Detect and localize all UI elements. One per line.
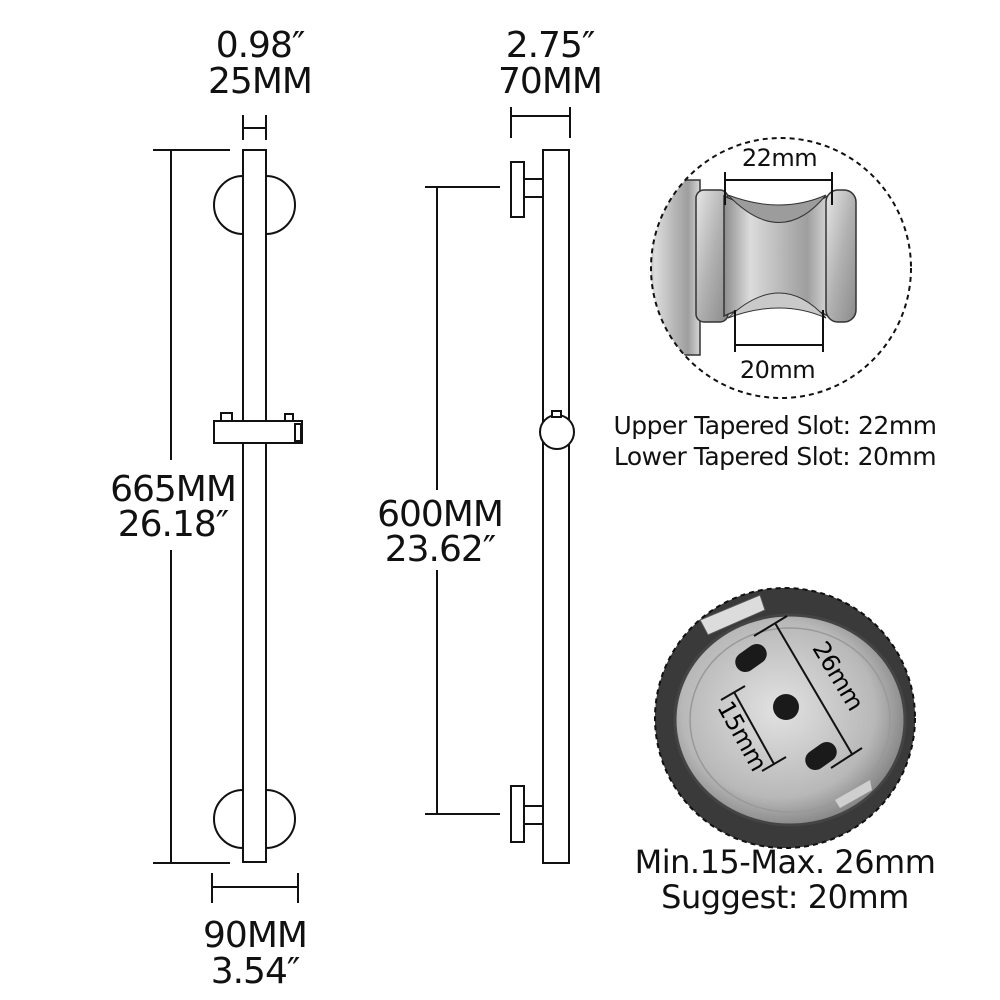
side-depth-in-label: 2.75″ — [505, 25, 596, 66]
side-spacing-dimension — [425, 186, 500, 815]
front-height-mm-label: 665MM — [110, 469, 237, 510]
min-spacing-dimension — [720, 685, 787, 772]
front-width-mm-label: 25MM — [208, 61, 313, 102]
front-width-in-label: 0.98″ — [215, 25, 306, 66]
side-spacing-mm-label: 600MM — [377, 494, 504, 535]
suggest-caption: Suggest: 20mm — [661, 878, 909, 917]
side-view — [425, 107, 575, 864]
side-spacing-in-label: 23.62″ — [384, 529, 497, 570]
front-base-mm-label: 90MM — [203, 915, 308, 956]
slot-caption: Upper Tapered Slot: 22mm Lower Tapered S… — [590, 410, 960, 473]
upper-slot-dimension — [724, 172, 833, 205]
front-top-bracket — [213, 175, 244, 235]
front-view — [153, 115, 303, 903]
upper-slot-label: 22mm — [741, 144, 818, 172]
base-detail-circle — [654, 587, 916, 849]
front-height-in-label: 26.18″ — [117, 504, 230, 545]
max-spacing-dimension — [753, 615, 863, 769]
front-base-dimension — [211, 873, 299, 903]
side-depth-dimension — [510, 107, 571, 138]
front-slide-bar — [242, 149, 267, 863]
lower-slot-caption: Lower Tapered Slot: 20mm — [613, 442, 937, 472]
range-caption: Min.15-Max. 26mm — [634, 843, 936, 881]
front-slider-holder — [213, 420, 303, 444]
front-width-dimension — [242, 115, 267, 140]
side-top-bracket — [510, 161, 544, 218]
side-slide-bar — [542, 149, 570, 864]
base-caption: Min.15-Max. 26mm Suggest: 20mm — [600, 843, 970, 917]
side-depth-mm-label: 70MM — [498, 61, 603, 102]
front-height-dimension — [153, 149, 230, 864]
upper-slot-caption: Upper Tapered Slot: 22mm — [613, 411, 937, 440]
front-base-in-label: 3.54″ — [210, 951, 301, 992]
front-bottom-bracket — [213, 789, 244, 849]
side-slider-knob — [539, 414, 575, 450]
lower-slot-label: 20mm — [739, 356, 816, 384]
side-bottom-bracket — [510, 785, 544, 843]
lower-slot-dimension — [734, 310, 824, 352]
